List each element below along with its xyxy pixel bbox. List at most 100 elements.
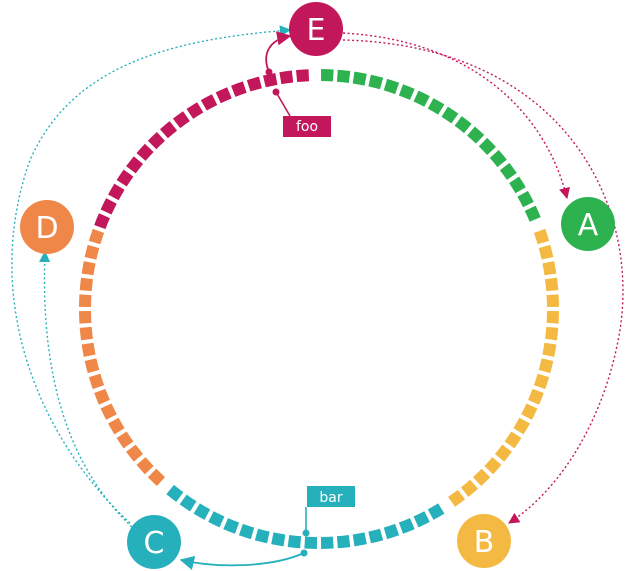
ring-segment-a [413,90,430,107]
ring-segment-a [320,69,334,82]
ring-segment-c [320,536,334,549]
ring-segment-a [427,98,445,115]
edge-c-to-d [39,250,136,531]
node-d-circle [20,200,74,254]
ring-segment-c [383,523,400,540]
ring-segment-a [383,78,400,95]
ring-segment-e [231,81,247,97]
ring-segment-a [524,205,541,222]
ring-segment-d [116,431,134,449]
ring-segment-d [136,457,154,475]
ring-segment-a [499,162,517,180]
edge-bar-to-c [179,552,305,570]
node-e-label: E [307,13,326,48]
node-b[interactable]: B [457,514,511,568]
node-c[interactable]: C [127,515,181,569]
ring-segment-a [478,137,496,155]
ring-segment-a [441,106,459,124]
ring-segment-d [81,342,96,357]
edge-c-to-e [11,25,292,524]
ring-segment-c [398,518,415,534]
tag-foo[interactable]: foo [283,116,331,137]
ring-segment-a [489,149,507,168]
foo-leader-line [275,91,291,117]
ring-segment-c [368,528,384,544]
ring-segment-a [467,126,485,144]
ring-segment-e [159,121,178,139]
node-b-label: B [474,525,495,560]
node-c-label: C [144,526,165,561]
ring-segment-a [517,190,534,208]
ring-segment-b [546,294,559,308]
ring-segment-e [116,169,134,187]
ring-segment-d [100,403,117,420]
ring-segment-c [271,532,286,547]
ring-segment-c [238,523,255,540]
ring-segment-c [193,503,211,520]
bar-anchor-dot [302,529,310,537]
tag-bar-box [307,486,355,507]
ring-segment-d [81,261,96,276]
edge-foo-to-e [265,31,292,73]
ring-segment-e [100,198,117,215]
tag-bar-label: bar [319,490,342,506]
edge-e-to-b [342,39,624,524]
edges [11,25,624,570]
node-a[interactable]: A [561,197,615,251]
ring-segment-d [84,244,100,260]
ring-segment-e [246,76,262,92]
ring-segment-c [208,511,225,528]
ring-segment-c [254,528,270,544]
ring-segment-a [398,84,415,100]
ring-segment-e [136,143,154,161]
ring-segment-b [484,457,502,475]
edge-e-to-a [342,32,570,200]
tag-bar[interactable]: bar [307,486,355,507]
ring-segment-c [179,494,197,512]
ring-segment-b [513,417,530,435]
node-a-label: A [578,208,599,243]
node-e[interactable]: E [289,2,343,56]
ring-segment-d [94,388,110,405]
ring-segment-e [94,213,110,230]
ring-segment-e [108,183,125,201]
hash-ring [79,69,559,549]
ring-segment-b [538,244,554,260]
ring-segment-c [287,535,302,549]
ring-segment-e [215,87,232,104]
ring-segment-c [336,535,351,549]
ring-segment-b [542,342,557,357]
node-a-circle [561,197,615,251]
ring-segment-e [147,132,165,150]
ring-segment-b [533,228,550,245]
ring-segment-d [147,468,165,486]
ring-segment-e [126,156,144,174]
ring-segment-a [368,74,384,90]
ring-segment-b [533,373,550,390]
ring-segment-b [545,277,559,292]
node-d[interactable]: D [20,200,74,254]
ring-segment-d [84,358,100,374]
ring-segment-e [279,70,294,85]
node-b-circle [457,514,511,568]
ring-segment-e [200,94,218,111]
ring-segment-a [454,116,472,134]
ring-segment-e [186,102,204,119]
foo-anchor-dot [272,88,280,96]
ring-segment-a [509,176,526,194]
ring-segment-a [336,69,351,83]
ring-segment-d [108,417,125,435]
ring-segment-b [494,444,512,462]
ring-segment-d [79,326,93,341]
ring-segment-b [528,388,544,405]
node-d-label: D [35,211,58,246]
foo-anchor-dot-ring [265,68,273,76]
ring-segment-b [473,468,491,486]
ring-segment-d [79,277,93,292]
ring-segment-c [166,484,184,502]
ring-segment-c [427,503,445,520]
tag-foo-box [283,116,331,137]
ring-segment-b [545,326,559,341]
ring-segment-d [79,310,92,324]
